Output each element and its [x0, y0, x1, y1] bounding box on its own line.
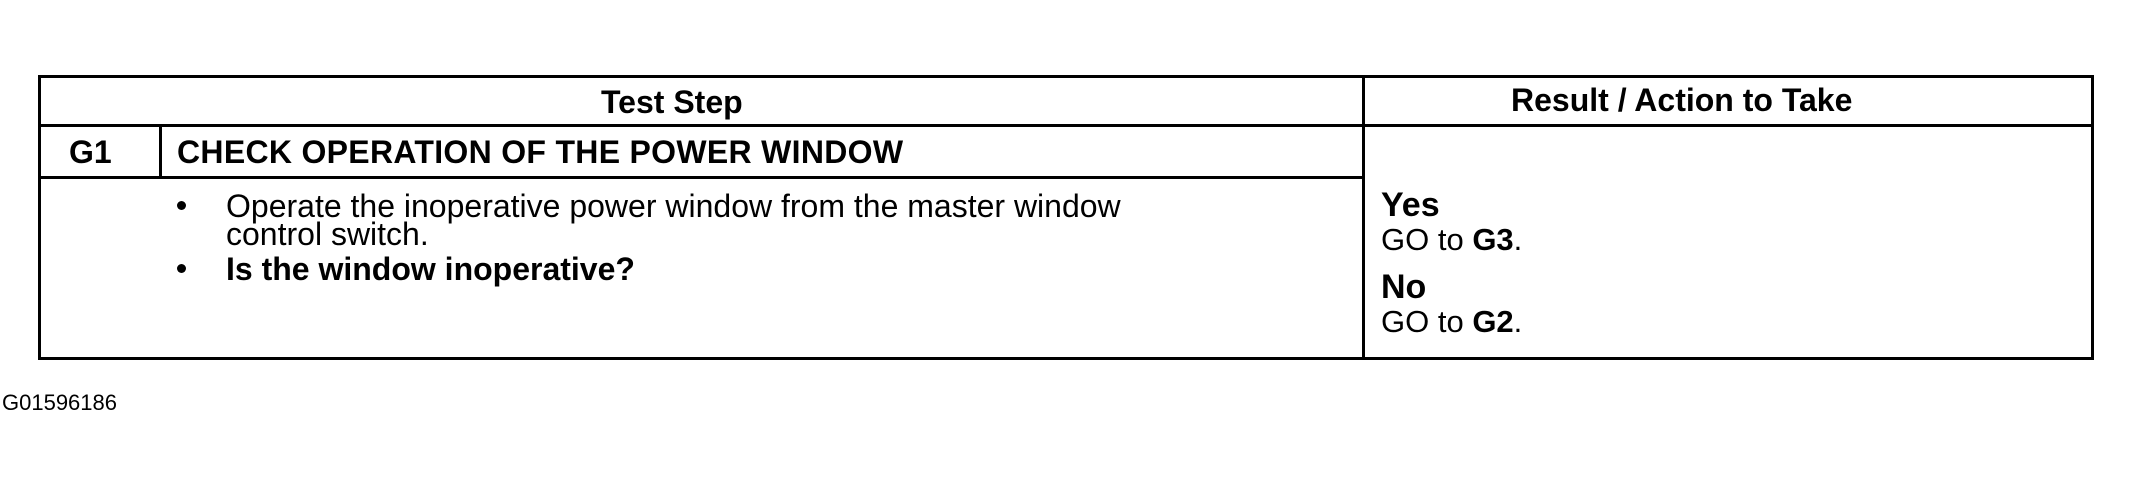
- step-title-divider: [41, 176, 1362, 179]
- result-no-action: GO to G2.: [1381, 306, 1522, 337]
- step-id-divider: [159, 124, 162, 178]
- bullet-dot: [177, 201, 186, 210]
- action-prefix: GO to: [1381, 304, 1473, 339]
- action-target: G3: [1472, 222, 1514, 257]
- header-result-action: Result / Action to Take: [1511, 82, 1853, 118]
- action-suffix: .: [1513, 222, 1523, 257]
- result-yes-action: GO to G3.: [1381, 224, 1522, 255]
- step-id: G1: [69, 134, 112, 170]
- bullet-dot: [177, 264, 186, 273]
- bullet-1-line-1: Operate the inoperative power window fro…: [226, 188, 1121, 224]
- header-test-step: Test Step: [601, 84, 743, 120]
- figure-id: G01596186: [2, 390, 117, 415]
- bullet-2-text: Is the window inoperative?: [226, 251, 635, 287]
- action-prefix: GO to: [1381, 222, 1473, 257]
- result-yes-label: Yes: [1381, 186, 1440, 224]
- diagnostic-table: Test Step Result / Action to Take G1 CHE…: [38, 75, 2094, 360]
- action-suffix: .: [1513, 304, 1523, 339]
- step-title: CHECK OPERATION OF THE POWER WINDOW: [177, 134, 904, 170]
- result-no-label: No: [1381, 268, 1427, 306]
- action-target: G2: [1472, 304, 1514, 339]
- header-divider: [41, 124, 2091, 127]
- bullet-1-line-2: control switch.: [226, 216, 429, 252]
- column-divider: [1362, 78, 1365, 357]
